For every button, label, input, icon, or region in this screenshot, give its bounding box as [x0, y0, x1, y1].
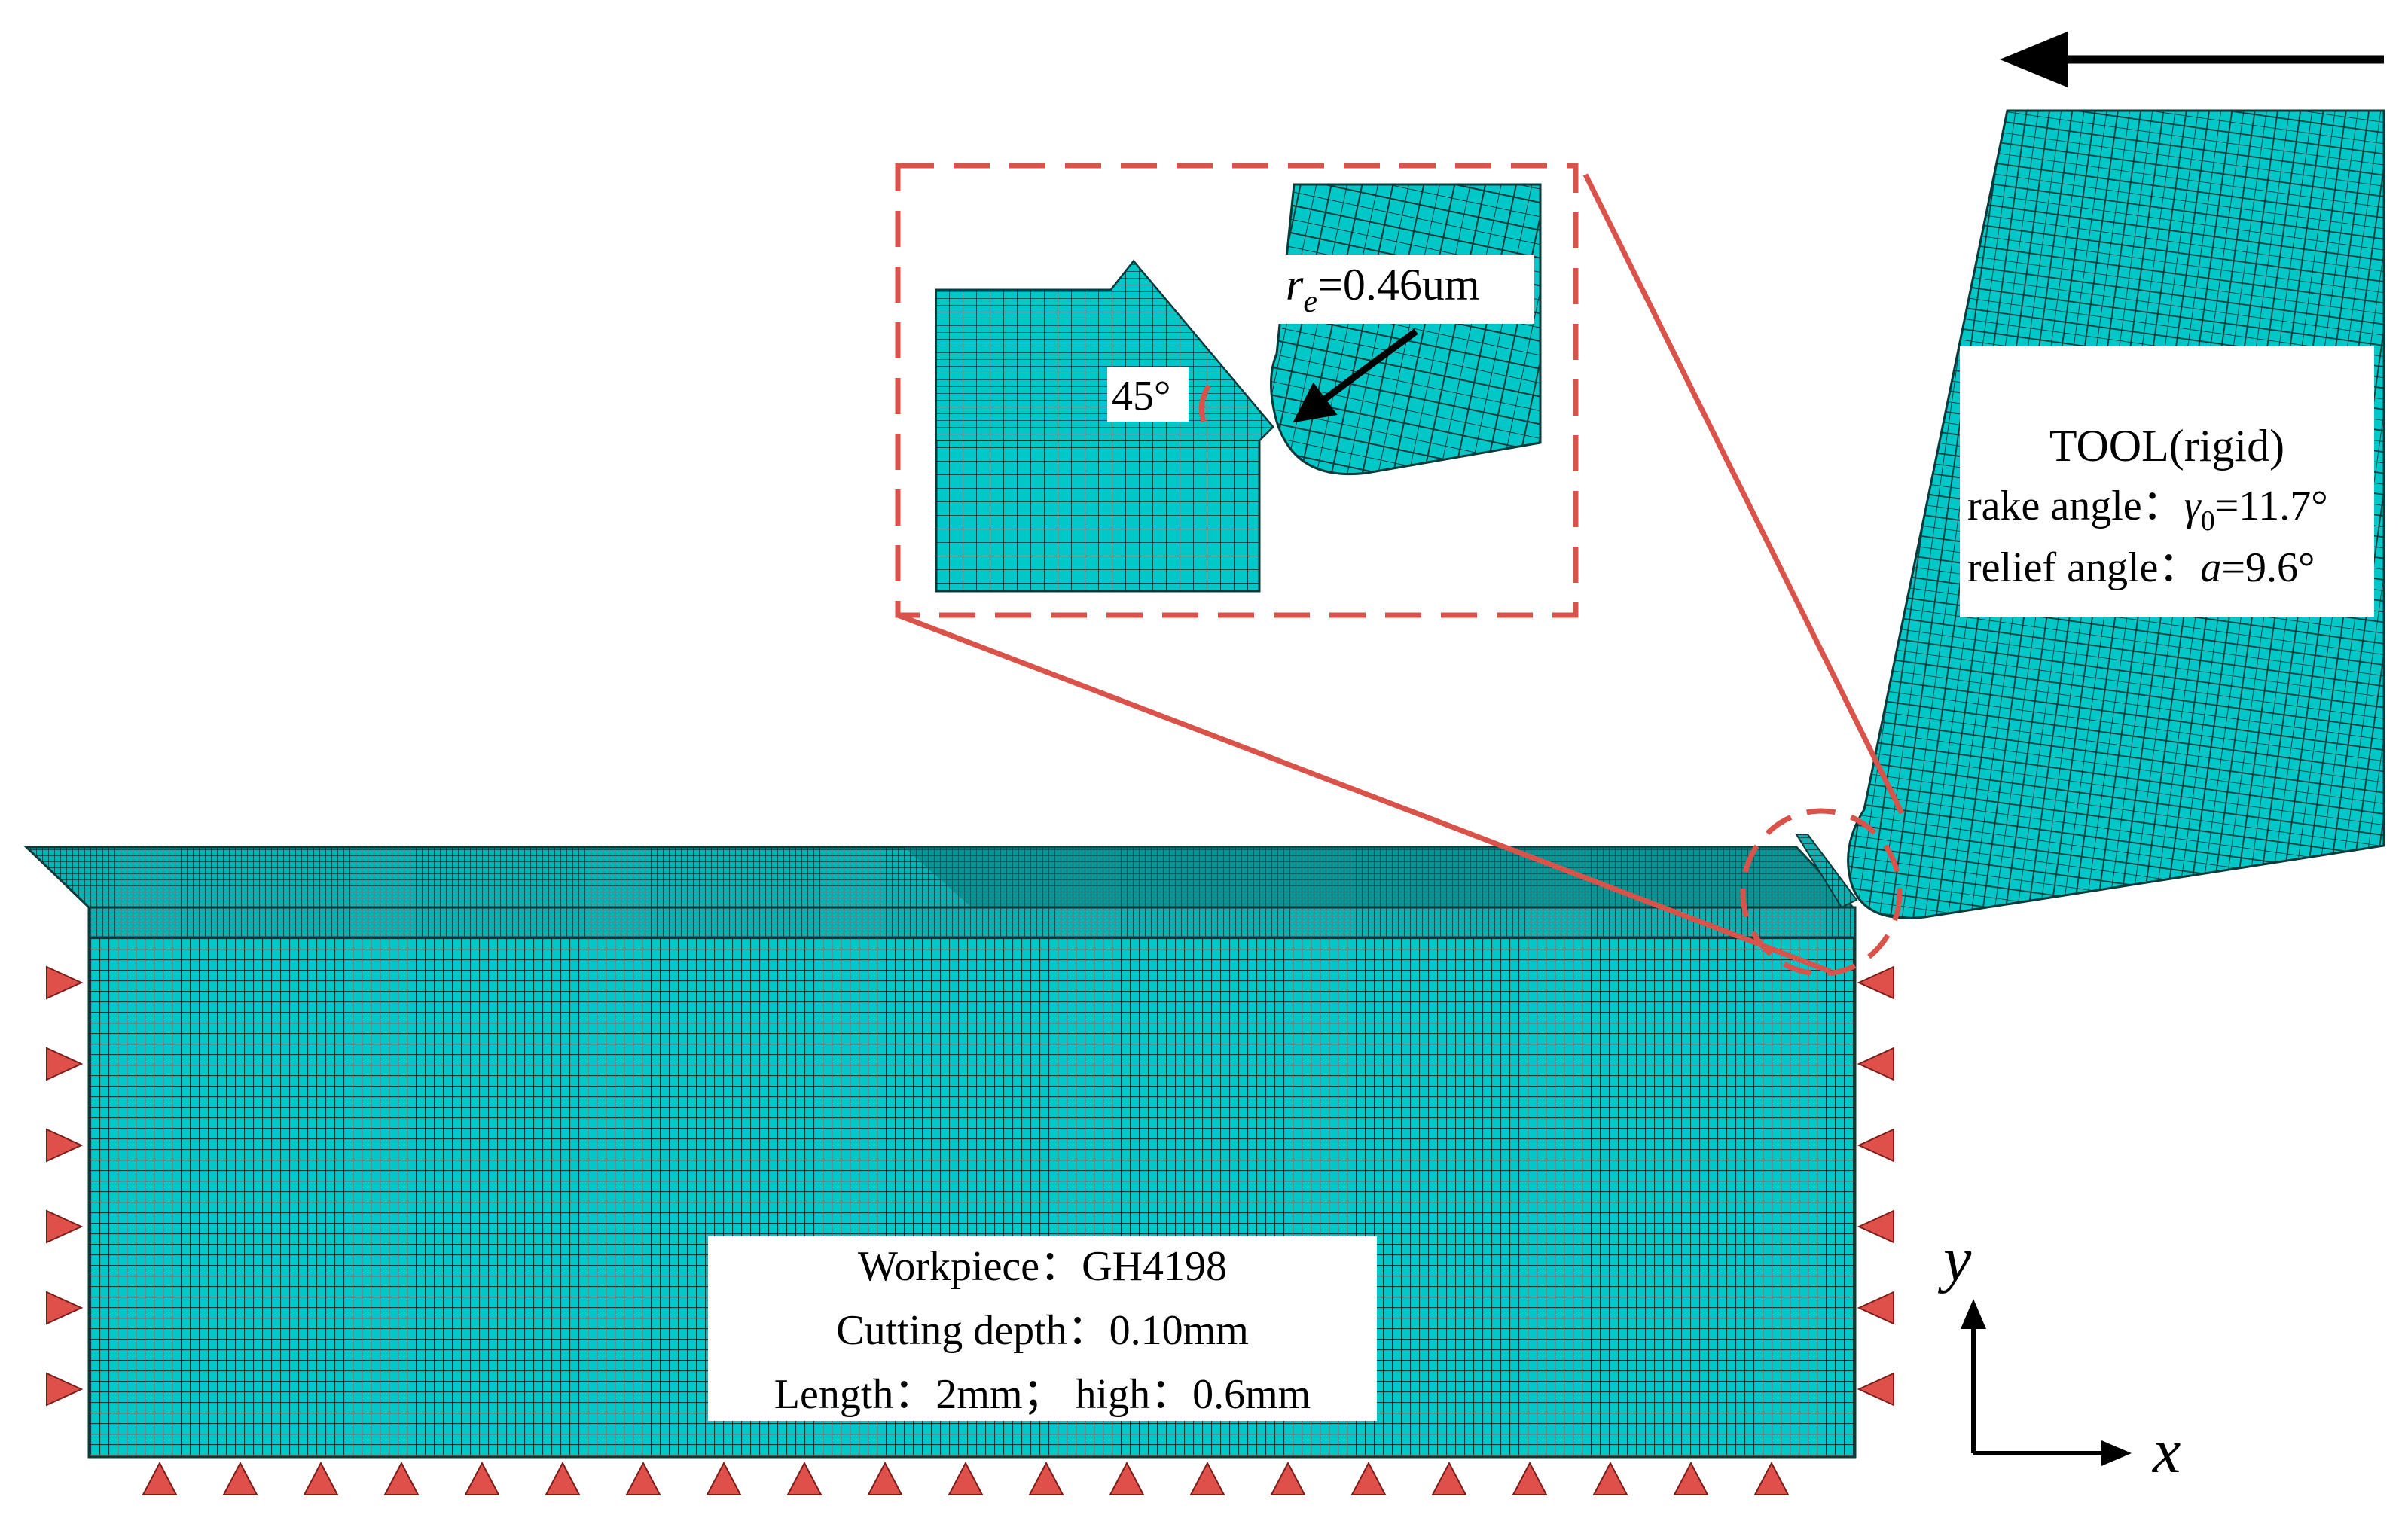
right-constraint-icon [1857, 1291, 1894, 1325]
left-arrow-icon [2000, 32, 2384, 87]
bottom-constraint-icon [464, 1461, 500, 1495]
bottom-constraint-icon [867, 1461, 903, 1495]
relief-angle-label: relief angle：a=9.6° [1967, 544, 2315, 591]
right-constraint-icon [1857, 1047, 1894, 1081]
left-constraint-icon [46, 1291, 84, 1325]
right-constraint-icon [1857, 1372, 1894, 1407]
edge-radius-label: re=0.46um [1286, 260, 1480, 319]
left-constraint-icon [46, 965, 84, 1000]
radius-pointer-arrow [1293, 328, 1418, 423]
bottom-constraint-icon [545, 1461, 581, 1495]
bottom-constraint-icon [1592, 1461, 1628, 1495]
bottom-constraint-icon [1753, 1461, 1790, 1495]
bottom-constraint-icon [383, 1461, 420, 1495]
bottom-constraint-icon [1512, 1461, 1548, 1495]
left-constraint-icon [46, 1372, 84, 1407]
bottom-constraint-icon [1270, 1461, 1306, 1495]
workpiece-label-box: Workpiece：GH4198 Cutting depth：0.10mm Le… [708, 1236, 1377, 1421]
workpiece-material: Workpiece：GH4198 [858, 1243, 1227, 1290]
rake-angle-label: rake angle：γ0=11.7° [1967, 483, 2328, 537]
workpiece-cutting-depth: Cutting depth：0.10mm [836, 1307, 1249, 1354]
tool-title: TOOL(rigid) [2049, 421, 2284, 471]
bottom-constraint-icon [786, 1461, 823, 1495]
tool-label-box: TOOL(rigid) rake angle：γ0=11.7° relief a… [1960, 346, 2374, 617]
right-constraint-icon [1857, 965, 1894, 1000]
right-constraint-icon [1857, 1209, 1894, 1244]
bottom-constraint-icon [1109, 1461, 1145, 1495]
bottom-constraint-icon [706, 1461, 742, 1495]
inset-detail: re=0.46um 45° [895, 163, 1579, 618]
left-constraint-icon [46, 1047, 84, 1081]
zoom-callout [896, 173, 1905, 977]
boundary-constraints [46, 965, 1894, 1495]
chamfer-angle-label: 45° [1112, 373, 1170, 419]
left-constraint-icon [46, 1128, 84, 1163]
bottom-constraint-icon [625, 1461, 661, 1495]
bottom-constraint-icon [303, 1461, 339, 1495]
y-axis-label: y [1937, 1224, 1972, 1294]
bottom-constraint-icon [1350, 1461, 1387, 1495]
workpiece-mesh [23, 834, 1858, 1459]
coordinate-axes: y x [1937, 1224, 2181, 1486]
bottom-constraint-icon [948, 1461, 984, 1495]
x-axis-label: x [2151, 1416, 2181, 1486]
workpiece-dimensions: Length：2mm； high：0.6mm [774, 1371, 1311, 1418]
left-constraint-icon [46, 1209, 84, 1244]
bottom-constraint-icon [142, 1461, 178, 1495]
bottom-constraint-icon [1673, 1461, 1709, 1495]
right-constraint-icon [1857, 1128, 1894, 1163]
bottom-constraint-icon [1189, 1461, 1225, 1495]
bottom-constraint-icon [1028, 1461, 1064, 1495]
bottom-constraint-icon [1431, 1461, 1467, 1495]
bottom-constraint-icon [222, 1461, 258, 1495]
angle-arc [1198, 384, 1211, 423]
